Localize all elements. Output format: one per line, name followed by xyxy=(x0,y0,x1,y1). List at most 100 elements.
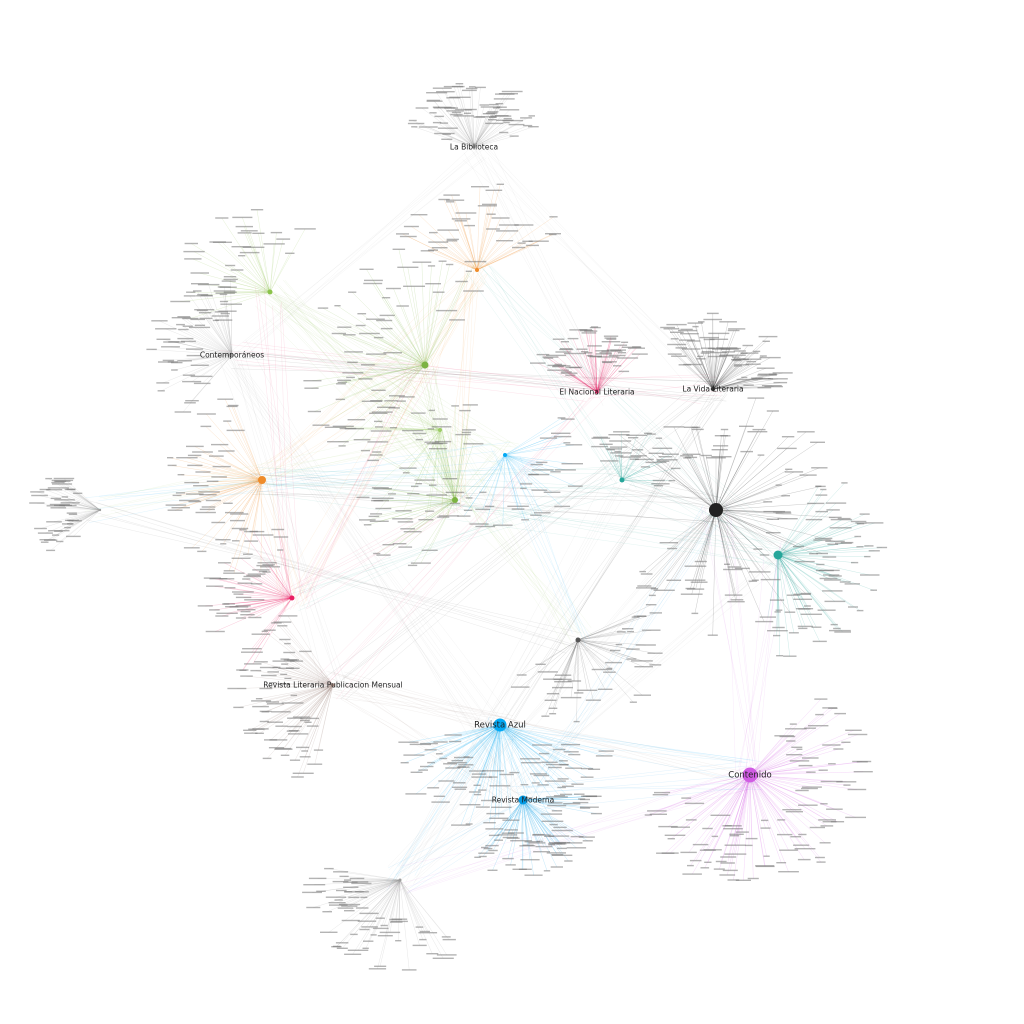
hub-gray-mid-hub-node[interactable] xyxy=(575,637,581,643)
cross-edge xyxy=(266,255,485,472)
leaf-node-label xyxy=(246,574,261,577)
cross-edge xyxy=(286,493,619,596)
leaf-node-label xyxy=(182,374,196,376)
hub-center-hub-node[interactable] xyxy=(503,453,507,457)
cross-edge xyxy=(258,299,513,458)
cross-edge xyxy=(255,467,610,488)
cross-edge xyxy=(518,774,752,795)
leaf-node-label xyxy=(504,829,518,831)
edge xyxy=(504,454,556,473)
hub-orange-top-hub-node[interactable] xyxy=(475,268,479,272)
la-biblioteca-hub-node[interactable] xyxy=(472,145,476,149)
edge xyxy=(749,774,754,879)
edge xyxy=(194,349,233,356)
hub-green-a-hub-node[interactable] xyxy=(421,361,429,369)
leaf-node-label xyxy=(577,689,598,691)
leaf-node-label xyxy=(369,520,389,522)
cross-edge xyxy=(496,735,533,792)
cross-edge xyxy=(463,152,602,394)
cross-edge xyxy=(298,468,626,611)
edge xyxy=(428,126,475,148)
revista-literaria-hub-node[interactable] xyxy=(331,683,335,687)
leaf-node-label xyxy=(206,585,224,587)
leaf-node-label xyxy=(223,291,237,293)
edge xyxy=(435,107,475,148)
leaf-node-label xyxy=(261,630,268,632)
edge xyxy=(736,774,751,835)
leaf-node-label xyxy=(451,786,468,788)
edge xyxy=(577,639,606,690)
hub-green-c-hub-node[interactable] xyxy=(267,289,273,295)
edge xyxy=(444,107,475,148)
leaf-node-label xyxy=(244,599,265,601)
leaf-node-label xyxy=(541,761,558,763)
leaf-node-label xyxy=(431,426,452,428)
revista-azul-hub-node[interactable] xyxy=(493,718,507,732)
edge xyxy=(375,319,426,366)
leaf-node-label xyxy=(683,426,699,428)
edge xyxy=(609,460,623,481)
hub-gray-left-hub-node[interactable] xyxy=(98,508,102,512)
leaf-node-label xyxy=(266,703,284,705)
hub-dark-hub-node[interactable] xyxy=(709,503,723,517)
leaf-node-label xyxy=(379,314,395,317)
edge xyxy=(522,799,588,842)
el-nacional-hub-node[interactable] xyxy=(595,390,599,394)
edge xyxy=(504,454,566,471)
cross-edge xyxy=(258,289,417,371)
revista-moderna-hub-node[interactable] xyxy=(518,795,528,805)
edge xyxy=(367,499,456,521)
leaf-node-label xyxy=(517,242,526,244)
contenido-label: Contenido xyxy=(728,771,771,781)
hub-orange-hub-node[interactable] xyxy=(258,476,266,484)
leaf-node-label xyxy=(836,781,857,783)
cross-edge xyxy=(750,544,781,775)
leaf-node-label xyxy=(464,109,472,111)
leaf-node-label xyxy=(501,90,523,93)
edge xyxy=(225,399,263,481)
edge xyxy=(296,661,334,686)
hub-pink-hub-node[interactable] xyxy=(289,595,295,601)
edge xyxy=(777,554,803,629)
edge xyxy=(413,493,456,501)
hub-teal-small-hub-node[interactable] xyxy=(619,477,625,483)
edge xyxy=(165,328,233,356)
edge xyxy=(473,124,517,148)
edge xyxy=(418,413,456,501)
hub-green-b-hub-node[interactable] xyxy=(452,497,458,503)
leaf-node-label xyxy=(812,640,827,643)
leaf-node-label xyxy=(804,605,811,607)
edge xyxy=(363,879,401,898)
edge xyxy=(342,879,401,949)
leaf-node-label xyxy=(462,404,478,406)
edge xyxy=(335,879,401,898)
edge xyxy=(621,468,676,481)
contemporaneos-hub-node[interactable] xyxy=(230,353,234,357)
leaf-node-label xyxy=(257,562,277,564)
la-vida-literaria-hub-node[interactable] xyxy=(710,386,716,392)
edge xyxy=(382,412,441,431)
edge xyxy=(712,358,741,390)
el-nacional-label: El Nacional Literaria xyxy=(559,388,634,397)
leaf-node-label xyxy=(687,322,704,324)
edge xyxy=(280,537,293,599)
hub-bottom-hub-node[interactable] xyxy=(398,878,402,882)
leaf-node-label xyxy=(237,232,252,234)
leaf-node-label xyxy=(775,484,782,486)
edge xyxy=(749,748,839,776)
edge xyxy=(498,724,501,819)
leaf-node-label xyxy=(294,228,316,230)
hub-teal-hub-node[interactable] xyxy=(773,550,783,560)
hub-green-d-hub-node[interactable] xyxy=(438,428,442,432)
edge xyxy=(476,205,488,271)
cross-edge xyxy=(273,280,486,471)
contenido-hub-node[interactable] xyxy=(742,767,758,783)
cross-edge xyxy=(458,454,504,506)
edge xyxy=(596,357,628,393)
cross-edge xyxy=(464,458,514,493)
cross-edge xyxy=(402,800,525,869)
leaf-node-label xyxy=(692,325,699,328)
cross-edge xyxy=(242,142,488,360)
edge xyxy=(715,471,794,511)
leaf-node-label xyxy=(292,772,314,774)
